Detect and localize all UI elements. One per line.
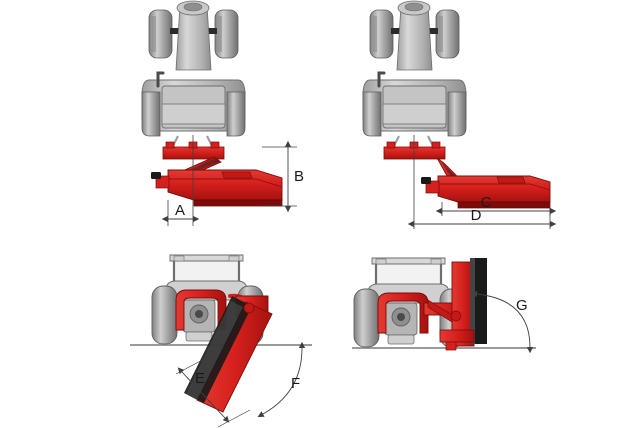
deck-corner-line	[167, 191, 195, 201]
dim-g-label: G	[516, 297, 528, 314]
tractor-top-view	[141, 0, 246, 149]
hitch-frame-2	[383, 146, 446, 160]
hitch-lug-left	[165, 141, 175, 149]
rear-wheel-left	[141, 91, 161, 137]
front-axle-right	[203, 28, 217, 34]
rear-wheel-right	[226, 91, 246, 137]
three-point-linkage-2	[377, 292, 429, 334]
drawbar-1	[185, 331, 213, 342]
dim-f-arc	[257, 341, 306, 418]
panel-top-right: C D	[362, 0, 557, 229]
pivot-point-2	[450, 310, 462, 322]
dim-a-label: A	[175, 202, 185, 219]
drawbar-2	[387, 334, 415, 345]
offset-arm-shadow-2	[440, 160, 457, 180]
tractor-seat-area	[161, 103, 226, 125]
front-wheel-left-2	[369, 9, 394, 59]
dimension-g: G	[470, 290, 534, 354]
panel-top-left: A B	[141, 0, 304, 226]
mower-foot-vertical	[439, 329, 475, 343]
mower-skid	[445, 341, 457, 351]
drive-motor-2	[421, 177, 431, 184]
roof-light-right-2	[430, 258, 442, 265]
front-axle-left-2	[391, 28, 405, 34]
front-wheel-right-2	[435, 9, 460, 59]
dimension-e: E	[175, 356, 251, 428]
front-wheel-right	[214, 9, 239, 59]
hitch-lug-left-2	[386, 141, 396, 149]
front-axle-left	[170, 28, 184, 34]
roof-light-right	[228, 255, 240, 262]
rear-wheel-right-2	[447, 91, 467, 137]
dim-b-label: B	[294, 168, 304, 185]
roof-light-left-2	[375, 258, 387, 265]
dim-e-ext-bottom	[217, 409, 251, 428]
mower-deck-edge	[168, 178, 283, 188]
panel-bottom-left: E F	[130, 254, 312, 428]
cab-roof	[169, 254, 244, 262]
exhaust-pipe	[156, 71, 165, 88]
tractor-top-view-2	[362, 0, 467, 149]
pivot-point-1	[243, 302, 255, 314]
mower-deck-edge-2	[438, 183, 551, 191]
drive-motor	[151, 172, 161, 179]
dim-c-label: C	[481, 194, 492, 211]
hitch-lug-right	[210, 141, 220, 149]
mower-deck-front	[193, 199, 283, 207]
pto-center-1	[195, 310, 203, 318]
exhaust-inner-2	[404, 2, 424, 12]
rotor-housing-vertical	[474, 258, 487, 344]
rear-tyre-left-1	[151, 285, 178, 345]
exhaust-inner	[183, 2, 203, 12]
mower-deck-top-2	[437, 175, 551, 203]
dimension-d: D	[407, 135, 557, 229]
panel-bottom-right: G	[352, 257, 536, 354]
pto-center-2	[397, 313, 405, 321]
dimension-a: A	[161, 135, 200, 226]
dim-f-label: F	[291, 375, 300, 392]
front-wheel-left	[148, 9, 173, 59]
front-axle-right-2	[424, 28, 438, 34]
hitch-lug-right-2	[431, 141, 441, 149]
rear-wheel-left-2	[362, 91, 382, 137]
rear-tyre-left-2	[353, 288, 380, 348]
cab-roof-2	[371, 257, 446, 265]
tractor-seat-area-2	[382, 103, 447, 125]
dim-e-line	[177, 367, 230, 423]
dimension-f: F	[257, 341, 306, 418]
mower-top-panel-2	[496, 176, 526, 184]
dimension-b: B	[262, 140, 304, 213]
exhaust-pipe-2	[377, 71, 386, 88]
dim-e-label: E	[195, 370, 205, 387]
mower-top-panel	[221, 171, 253, 179]
roof-light-left	[173, 255, 185, 262]
dim-d-label: D	[471, 207, 482, 224]
dim-g-arc	[470, 290, 534, 354]
